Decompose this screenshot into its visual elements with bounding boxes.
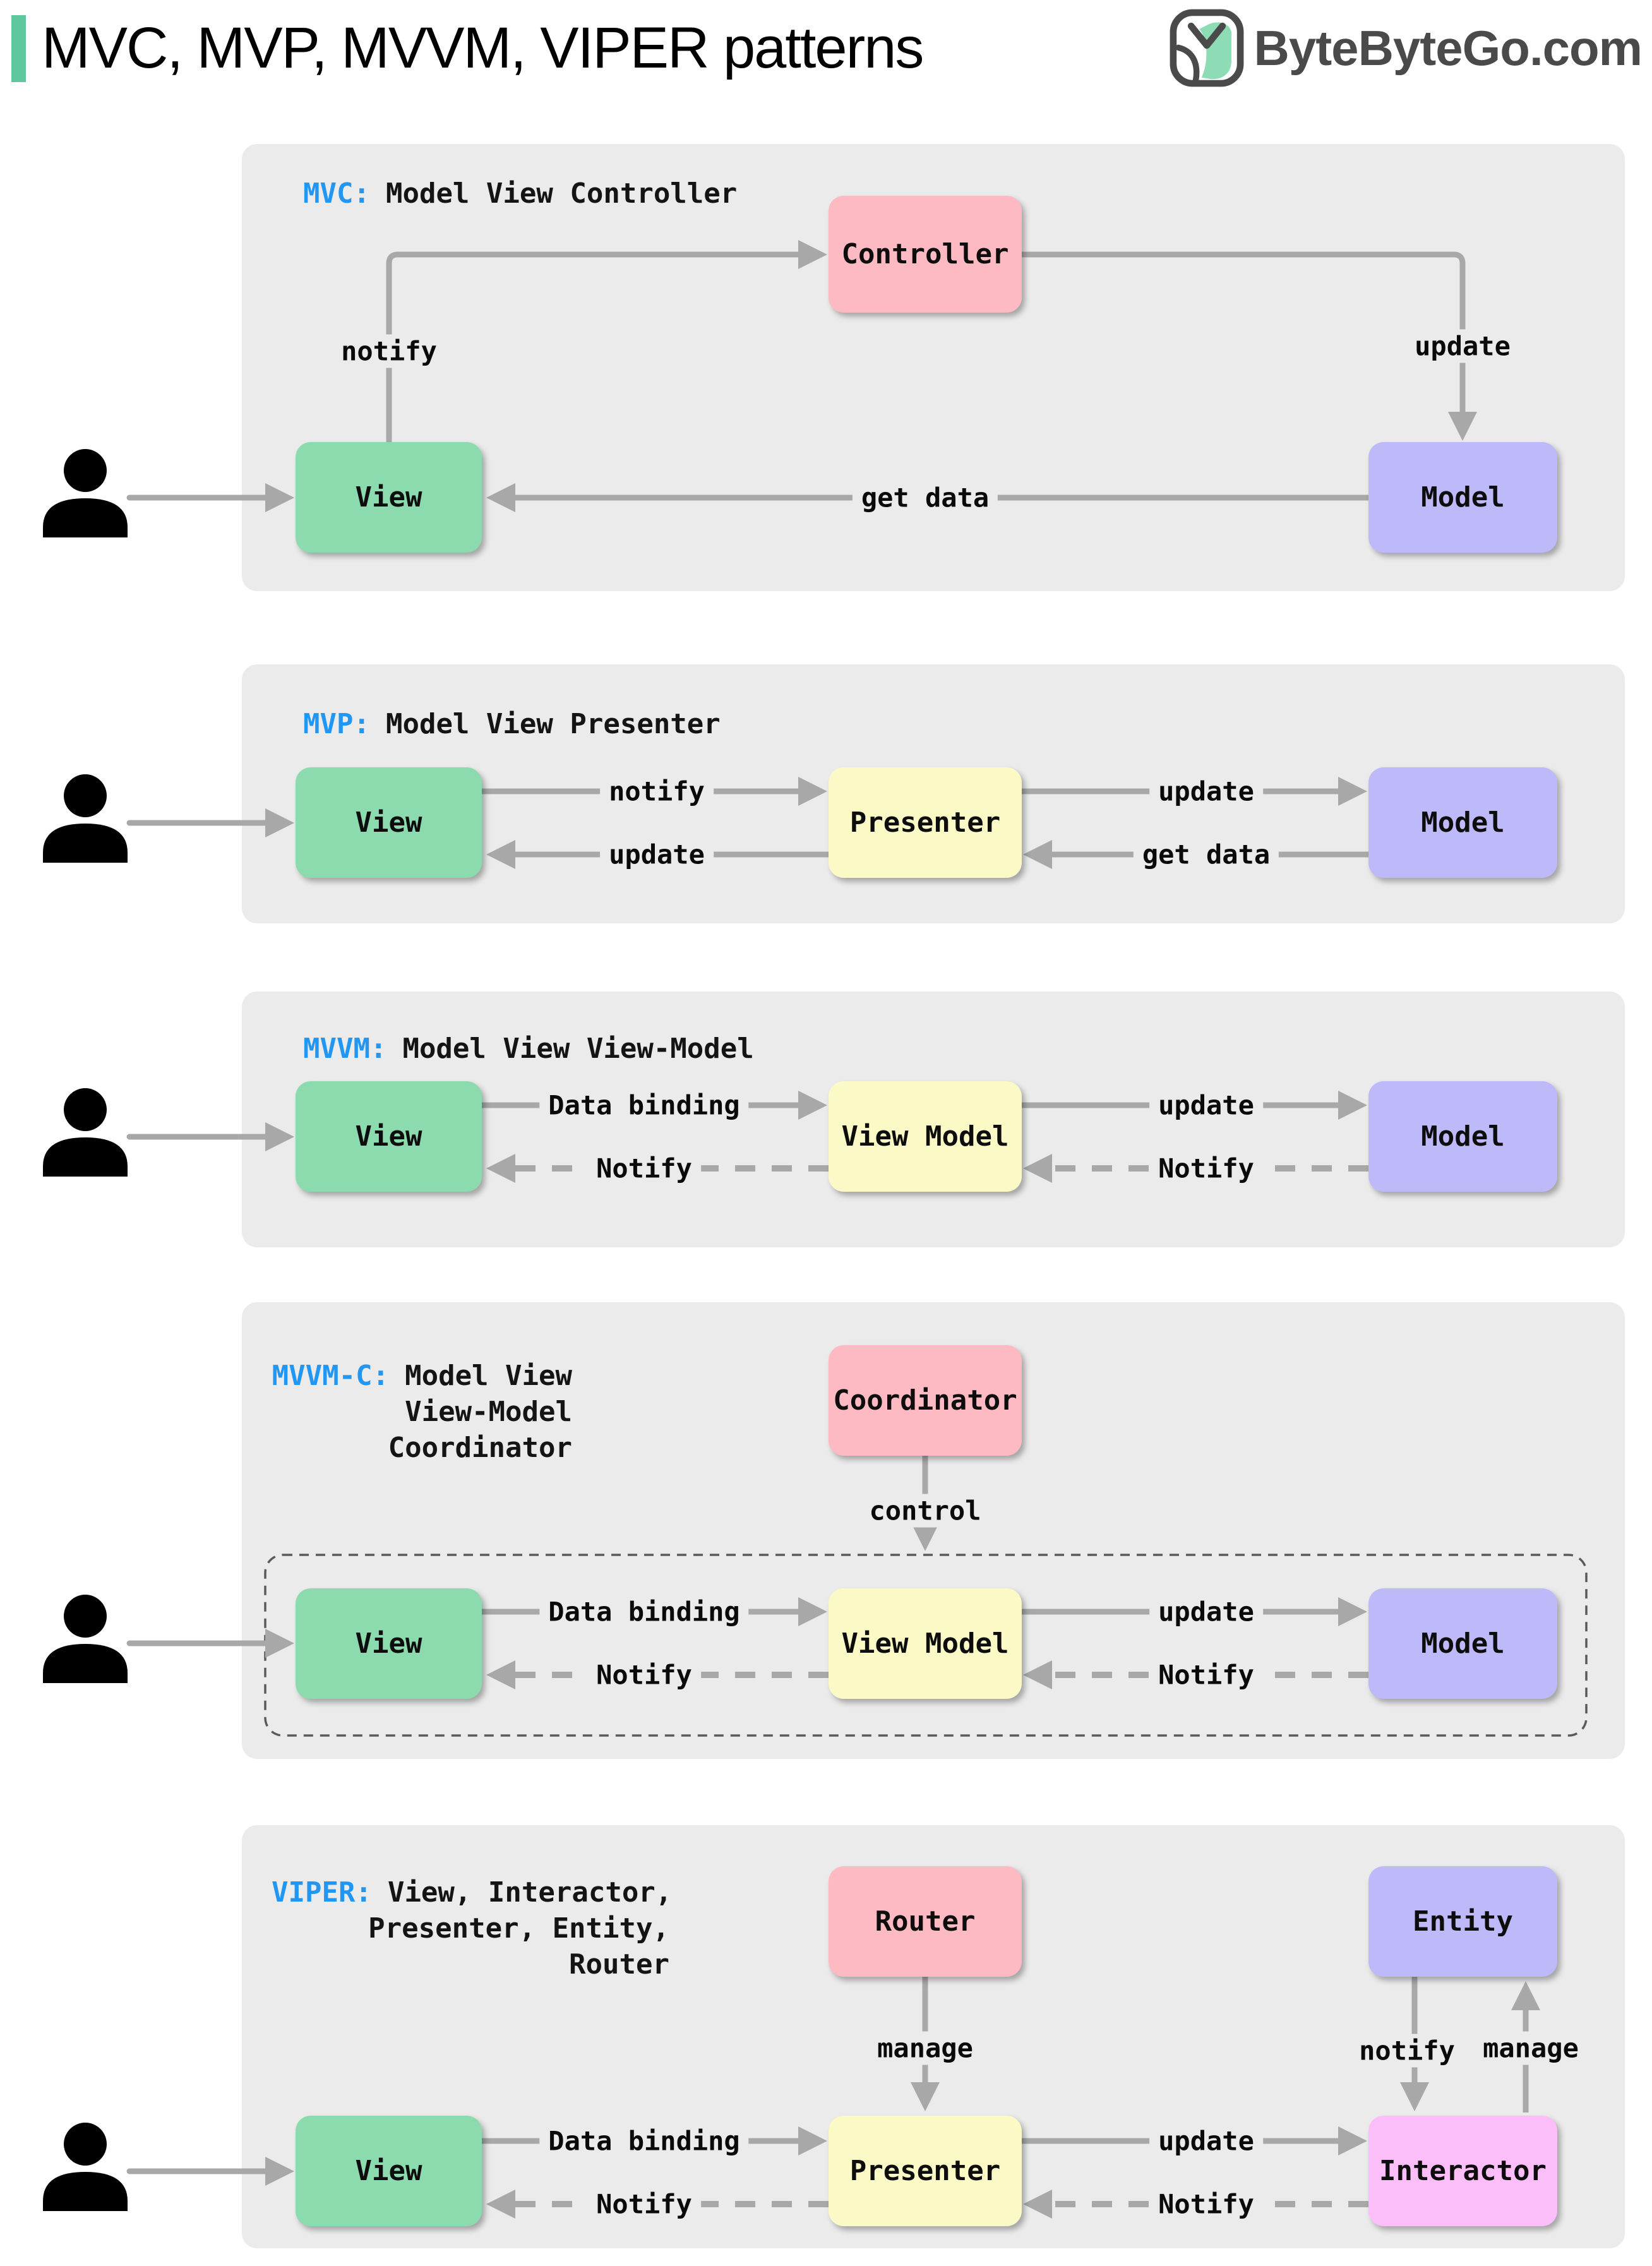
pattern-full-name: Model View View-Model xyxy=(402,1033,754,1065)
pattern-abbreviation: MVVM-C: xyxy=(272,1360,390,1392)
mvc-notify-arrow xyxy=(386,251,798,442)
panel-title-mvvm: MVVM: Model View View-Model xyxy=(303,1031,754,1067)
viper-notify-right-label: Notify xyxy=(1149,2187,1263,2221)
user-icon xyxy=(43,2123,128,2211)
viper-interactor-box: Interactor xyxy=(1368,2116,1557,2226)
pattern-abbreviation: VIPER: xyxy=(272,1876,372,1909)
mvc-controller-box: Controller xyxy=(829,196,1022,313)
pattern-full-name: Model View Controller xyxy=(385,177,738,210)
pattern-full-name-line1: Model View xyxy=(405,1360,572,1392)
viper-manage-entity-label: manage xyxy=(1474,2031,1588,2065)
user-icon xyxy=(43,1088,128,1177)
pattern-full-name-line2: Presenter, Entity, xyxy=(368,1912,669,1945)
viper-notify-entity-label: notify xyxy=(1350,2034,1464,2068)
mvvm-c-control-label: control xyxy=(860,1494,990,1528)
mvvm-c-notify-right-label: Notify xyxy=(1149,1658,1263,1692)
pattern-full-name-line2: View-Model xyxy=(405,1396,572,1428)
mvvm-c-notify-left-label: Notify xyxy=(587,1658,701,1692)
pattern-full-name-line1: View, Interactor, xyxy=(387,1876,673,1909)
mvc-get-data-label: get data xyxy=(852,481,998,515)
user-icon xyxy=(43,774,128,863)
mvvm-view-box: View xyxy=(296,1081,482,1192)
mvc-view-box: View xyxy=(296,442,482,553)
bytebytego-logo-icon xyxy=(1170,9,1243,87)
mvvm-c-model-box: Model xyxy=(1368,1588,1557,1699)
mvp-notify-label: notify xyxy=(600,774,714,808)
mvvm-view-model-box: View Model xyxy=(829,1081,1022,1192)
viper-data-binding-label: Data binding xyxy=(539,2124,749,2158)
viper-notify-left-label: Notify xyxy=(587,2187,701,2221)
mvvm-c-view-model-box: View Model xyxy=(829,1588,1022,1699)
bytebytego-logo: ByteByteGo.com xyxy=(1170,9,1643,87)
bytebytego-logo-text: ByteByteGo.com xyxy=(1254,20,1643,76)
pattern-full-name: Model View Presenter xyxy=(385,708,721,740)
panel-title-mvc: MVC: Model View Controller xyxy=(303,176,737,212)
arrowheads xyxy=(265,240,1540,2219)
mvvm-c-view-box: View xyxy=(296,1588,482,1699)
mvc-update-label: update xyxy=(1406,329,1519,363)
mvvm-model-box: Model xyxy=(1368,1081,1557,1192)
pattern-abbreviation: MVC: xyxy=(303,177,370,210)
mvp-update-bottom-label: update xyxy=(600,837,714,872)
viper-view-box: View xyxy=(296,2116,482,2226)
mvvm-update-label: update xyxy=(1149,1088,1263,1122)
mvvm-c-coordinator-box: Coordinator xyxy=(829,1345,1022,1456)
pattern-abbreviation: MVP: xyxy=(303,708,370,740)
viper-router-box: Router xyxy=(829,1866,1022,1977)
pattern-full-name-line3: Coordinator xyxy=(388,1432,572,1464)
viper-manage-center-label: manage xyxy=(868,2031,982,2065)
pattern-full-name-line3: Router xyxy=(569,1948,669,1981)
mvvm-c-update-label: update xyxy=(1149,1595,1263,1629)
panel-title-viper: VIPER: View, Interactor, Presenter, Entit… xyxy=(272,1874,673,1982)
mvvm-notify-right-label: Notify xyxy=(1149,1151,1263,1185)
pattern-abbreviation: MVVM: xyxy=(303,1033,387,1065)
mvp-view-box: View xyxy=(296,767,482,878)
panel-title-mvp: MVP: Model View Presenter xyxy=(303,706,721,742)
mvp-presenter-box: Presenter xyxy=(829,767,1022,878)
mvc-update-arrow xyxy=(1022,251,1466,412)
mvc-notify-label: notify xyxy=(332,334,446,368)
viper-presenter-box: Presenter xyxy=(829,2116,1022,2226)
page-title: MVC, MVP, MVVM, VIPER patterns xyxy=(42,16,924,80)
mvvm-c-data-binding-label: Data binding xyxy=(539,1595,749,1629)
mvc-model-box: Model xyxy=(1368,442,1557,553)
mvvm-notify-left-label: Notify xyxy=(587,1151,701,1185)
user-icon xyxy=(43,449,128,537)
mvp-get-data-label: get data xyxy=(1133,837,1279,872)
panel-title-mvvm-c: MVVM-C: Model View View-Model Coordinator xyxy=(272,1358,572,1466)
title-accent-bar xyxy=(11,15,26,82)
mvvm-data-binding-label: Data binding xyxy=(539,1088,749,1122)
mvvm-c-scope-container xyxy=(264,1554,1588,1737)
viper-update-label: update xyxy=(1149,2124,1263,2158)
user-icon xyxy=(43,1595,128,1683)
mvp-model-box: Model xyxy=(1368,767,1557,878)
viper-entity-box: Entity xyxy=(1368,1866,1557,1977)
mvp-update-top-label: update xyxy=(1149,774,1263,808)
